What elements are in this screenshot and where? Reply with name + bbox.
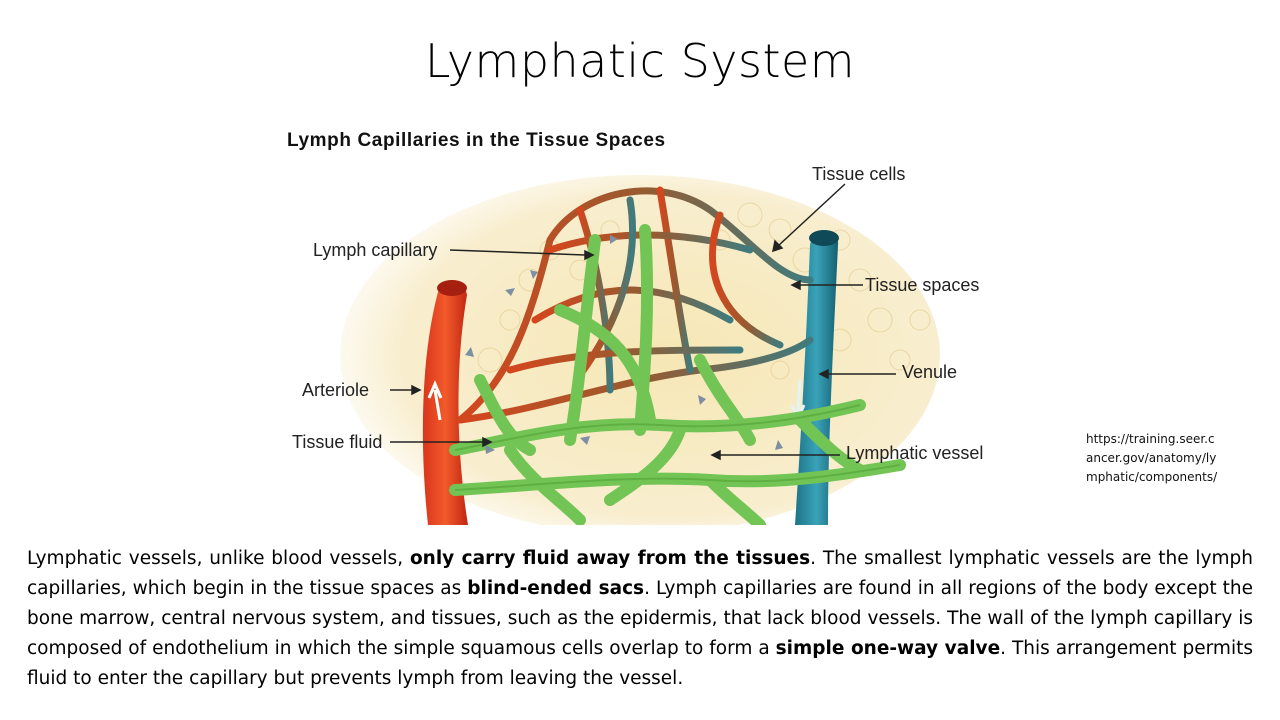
label-lymph-capillary: Lymph capillary (313, 240, 438, 260)
label-tissue-spaces: Tissue spaces (865, 275, 980, 295)
bold-run: blind-ended sacs (467, 578, 645, 599)
bold-run: simple one-way valve (775, 638, 1001, 659)
label-tissue-fluid: Tissue fluid (292, 432, 383, 452)
text-run: . This arrangement permits fluid to ente… (27, 638, 1253, 689)
fluid-arrows (465, 235, 783, 454)
label-pointers (390, 183, 896, 461)
label-venule: Venule (902, 362, 958, 382)
text-run: Lymphatic vessels, unlike blood vessels, (27, 548, 410, 569)
arteriole (422, 283, 468, 525)
figure-title: Lymph Capillaries in the Tissue Spaces (287, 130, 666, 151)
label-tissue-cells: Tissue cells (812, 164, 906, 184)
text-run: . Lymph capillaries are found in all reg… (27, 578, 1253, 659)
text-run: . The smallest lymphatic vessels are the… (27, 548, 1254, 599)
blood-capillary-network (456, 186, 814, 424)
lymph-capillaries-illustration: Lymph Capillaries in the Tissue Spaces T… (280, 120, 1000, 525)
body-paragraph: Lymphatic vessels, unlike blood vessels,… (27, 544, 1253, 694)
label-lymphatic-vessel: Lymphatic vessel (846, 443, 984, 463)
anatomy-drawing (340, 175, 940, 525)
slide-title: Lymphatic System (424, 34, 856, 88)
lymph-capillary-outlines (454, 404, 901, 491)
label-arteriole: Arteriole (302, 380, 370, 400)
source-url: https://training.seer.cancer.gov/anatomy… (1086, 432, 1218, 484)
bold-run: only carry fluid away from the tissues (409, 548, 811, 569)
